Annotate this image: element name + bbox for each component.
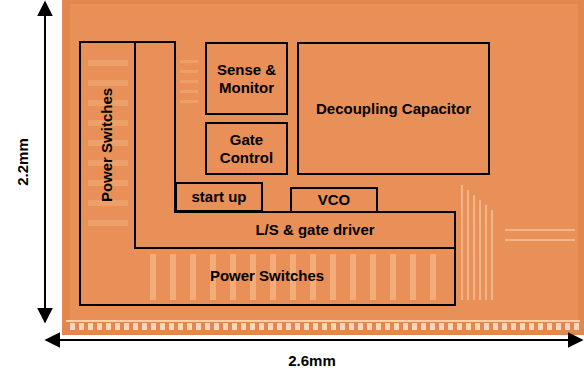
dimension-arrow (46, 339, 582, 341)
routing-lines (462, 185, 575, 300)
block-label: Sense & Monitor (210, 61, 283, 96)
block-label: Power Switches (210, 267, 324, 284)
startup-block: start up (175, 182, 263, 212)
block-label: L/S & gate driver (255, 221, 374, 238)
outline (135, 42, 455, 248)
dimension-label: 2.2mm (14, 136, 31, 188)
decoupling-capacitor-block: Decoupling Capacitor (297, 42, 490, 175)
dimension-label: 2.6mm (286, 352, 338, 369)
sense-monitor-block: Sense & Monitor (205, 42, 288, 115)
l-shaped-outline (135, 42, 455, 248)
die-core (70, 4, 578, 322)
bond-pads (70, 323, 579, 330)
vco-block: VCO (290, 187, 378, 213)
block-label: start up (191, 188, 246, 205)
dimension-arrow (44, 2, 46, 322)
metal-stripes (88, 60, 198, 226)
block-label: VCO (318, 191, 351, 208)
switch-fingers (150, 254, 436, 300)
block-label: Decoupling Capacitor (316, 100, 471, 117)
level-shifter-driver-region: L/S & gate driver (135, 42, 455, 248)
gate-control-block: Gate Control (205, 122, 288, 175)
block-label: Gate Control (210, 131, 283, 166)
block-label: Power Switches (98, 88, 115, 202)
die-area (62, 0, 584, 335)
pad-ring (66, 320, 580, 322)
